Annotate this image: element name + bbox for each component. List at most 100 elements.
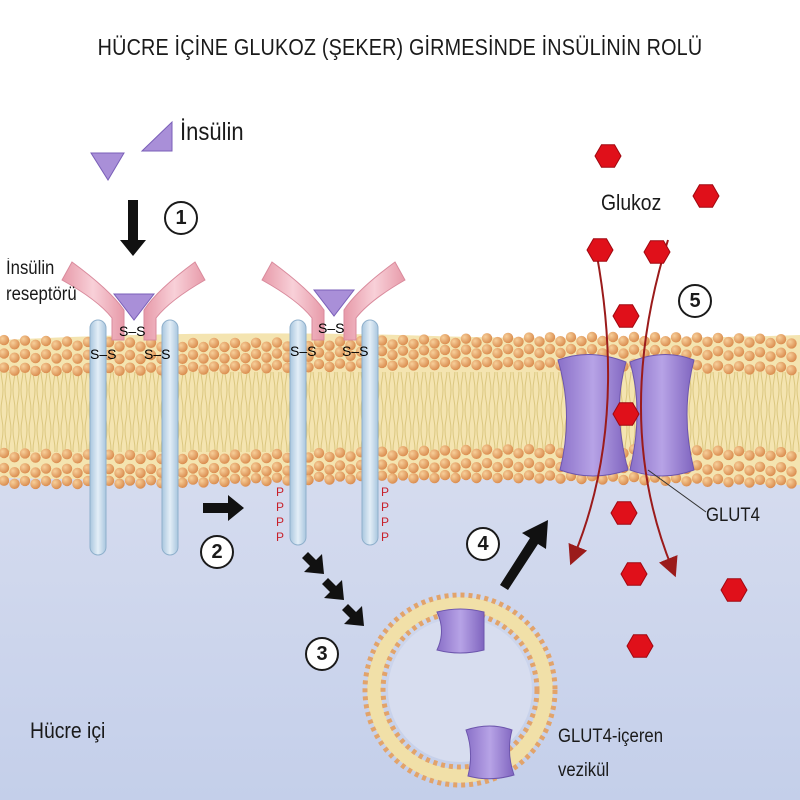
lipid-head xyxy=(733,361,745,372)
lipid-head xyxy=(9,339,20,350)
lipid-head xyxy=(691,332,703,343)
disulfide-label: S–S xyxy=(342,343,368,359)
lipid-head xyxy=(765,477,776,489)
lipid-head xyxy=(51,478,62,490)
lipid-head xyxy=(30,339,41,350)
lipid-head xyxy=(19,362,31,373)
lipid-head xyxy=(0,334,10,346)
lipid-head xyxy=(649,344,661,356)
lipid-head xyxy=(702,476,713,487)
lipid-head xyxy=(387,360,398,371)
lipid-head xyxy=(324,464,335,475)
lipid-head xyxy=(51,467,62,478)
lipid-head xyxy=(786,466,797,477)
lipid-head xyxy=(135,453,146,465)
lipid-head xyxy=(576,335,587,347)
lipid-head xyxy=(187,463,199,474)
lipid-head xyxy=(754,461,766,472)
glucose-label: Glukoz xyxy=(601,190,662,215)
lipid-head xyxy=(198,467,209,478)
lipid-head xyxy=(471,462,482,473)
lipid-head xyxy=(733,346,745,357)
lipid-head xyxy=(208,462,220,474)
lipid-head xyxy=(376,357,388,369)
glucose-molecules xyxy=(586,144,748,658)
lipid-head xyxy=(786,478,797,489)
lipid-head xyxy=(555,473,566,484)
lipid-head xyxy=(114,453,125,464)
lipid-head xyxy=(271,359,283,371)
glucose-molecule-icon xyxy=(720,578,748,602)
lipid-head xyxy=(681,476,692,487)
lipid-head xyxy=(19,348,31,360)
lipid-head xyxy=(334,471,346,482)
lipid-head xyxy=(198,353,209,364)
lipid-head xyxy=(439,469,451,481)
lipid-head xyxy=(219,353,230,364)
lipid-head xyxy=(712,360,724,371)
lipid-head xyxy=(40,349,52,360)
lipid-head xyxy=(660,475,671,486)
insulin-receptor-1 xyxy=(61,261,206,556)
lipid-head xyxy=(712,332,724,344)
lipid-head xyxy=(450,449,461,460)
glucose-molecule-icon xyxy=(626,634,654,658)
glucose-molecule-icon xyxy=(612,304,640,328)
lipid-head xyxy=(744,350,755,362)
glut4-label: GLUT4 xyxy=(706,505,760,526)
lipid-head xyxy=(51,365,62,377)
lipid-head xyxy=(712,445,724,456)
lipid-head xyxy=(418,357,430,368)
lipid-head xyxy=(324,451,335,463)
lipid-head xyxy=(387,463,398,474)
lipid-head xyxy=(208,337,220,349)
lipid-head xyxy=(9,352,20,363)
lipid-head xyxy=(460,333,472,344)
phosphate-label: P xyxy=(276,530,284,544)
lipid-head xyxy=(187,474,199,485)
lipid-head xyxy=(334,447,346,458)
lipid-head xyxy=(208,474,220,485)
lipid-head xyxy=(565,343,577,355)
lipid-head xyxy=(628,344,640,355)
lipid-head xyxy=(51,353,62,364)
arrow-up-icon xyxy=(500,520,548,590)
glucose-molecule-icon xyxy=(586,238,614,262)
lipid-head xyxy=(754,361,766,372)
lipid-head xyxy=(19,448,31,459)
signal-arrows xyxy=(120,200,548,626)
lipid-head xyxy=(691,473,703,484)
lipid-head xyxy=(481,444,493,455)
lipid-head xyxy=(439,344,451,356)
lipid-head xyxy=(429,338,440,349)
phosphate-labels: P P P P P P P P xyxy=(276,485,389,544)
lipid-head xyxy=(481,356,493,368)
phosphate-label: P xyxy=(276,500,284,514)
disulfide-labels: S–S S–S S–S S–S S–S S–S xyxy=(90,320,368,362)
glucose-molecule-icon xyxy=(612,402,640,426)
lipid-head xyxy=(250,360,262,371)
lipid-head xyxy=(471,337,482,348)
lipid-head xyxy=(208,449,220,460)
lipid-head xyxy=(40,335,52,347)
glucose-molecule-icon xyxy=(643,240,671,264)
lipid-head xyxy=(502,469,514,481)
lipid-head xyxy=(492,448,503,459)
lipid-head xyxy=(229,473,241,484)
lipid-head xyxy=(219,453,230,464)
lipid-head xyxy=(334,346,346,358)
lipid-head xyxy=(576,473,587,485)
lipid-head xyxy=(376,446,388,457)
lipid-head xyxy=(177,364,188,376)
lipid-head xyxy=(765,465,776,477)
disulfide-label: S–S xyxy=(290,343,316,359)
lipid-head xyxy=(418,345,430,356)
lipid-head xyxy=(177,353,188,364)
lipid-head xyxy=(0,348,10,359)
lipid-head xyxy=(723,363,734,375)
step-2-badge: 2 xyxy=(200,535,234,569)
lipid-head xyxy=(786,338,797,349)
lipid-head xyxy=(250,337,262,348)
lipid-head xyxy=(19,475,31,487)
lipid-head xyxy=(408,449,419,461)
